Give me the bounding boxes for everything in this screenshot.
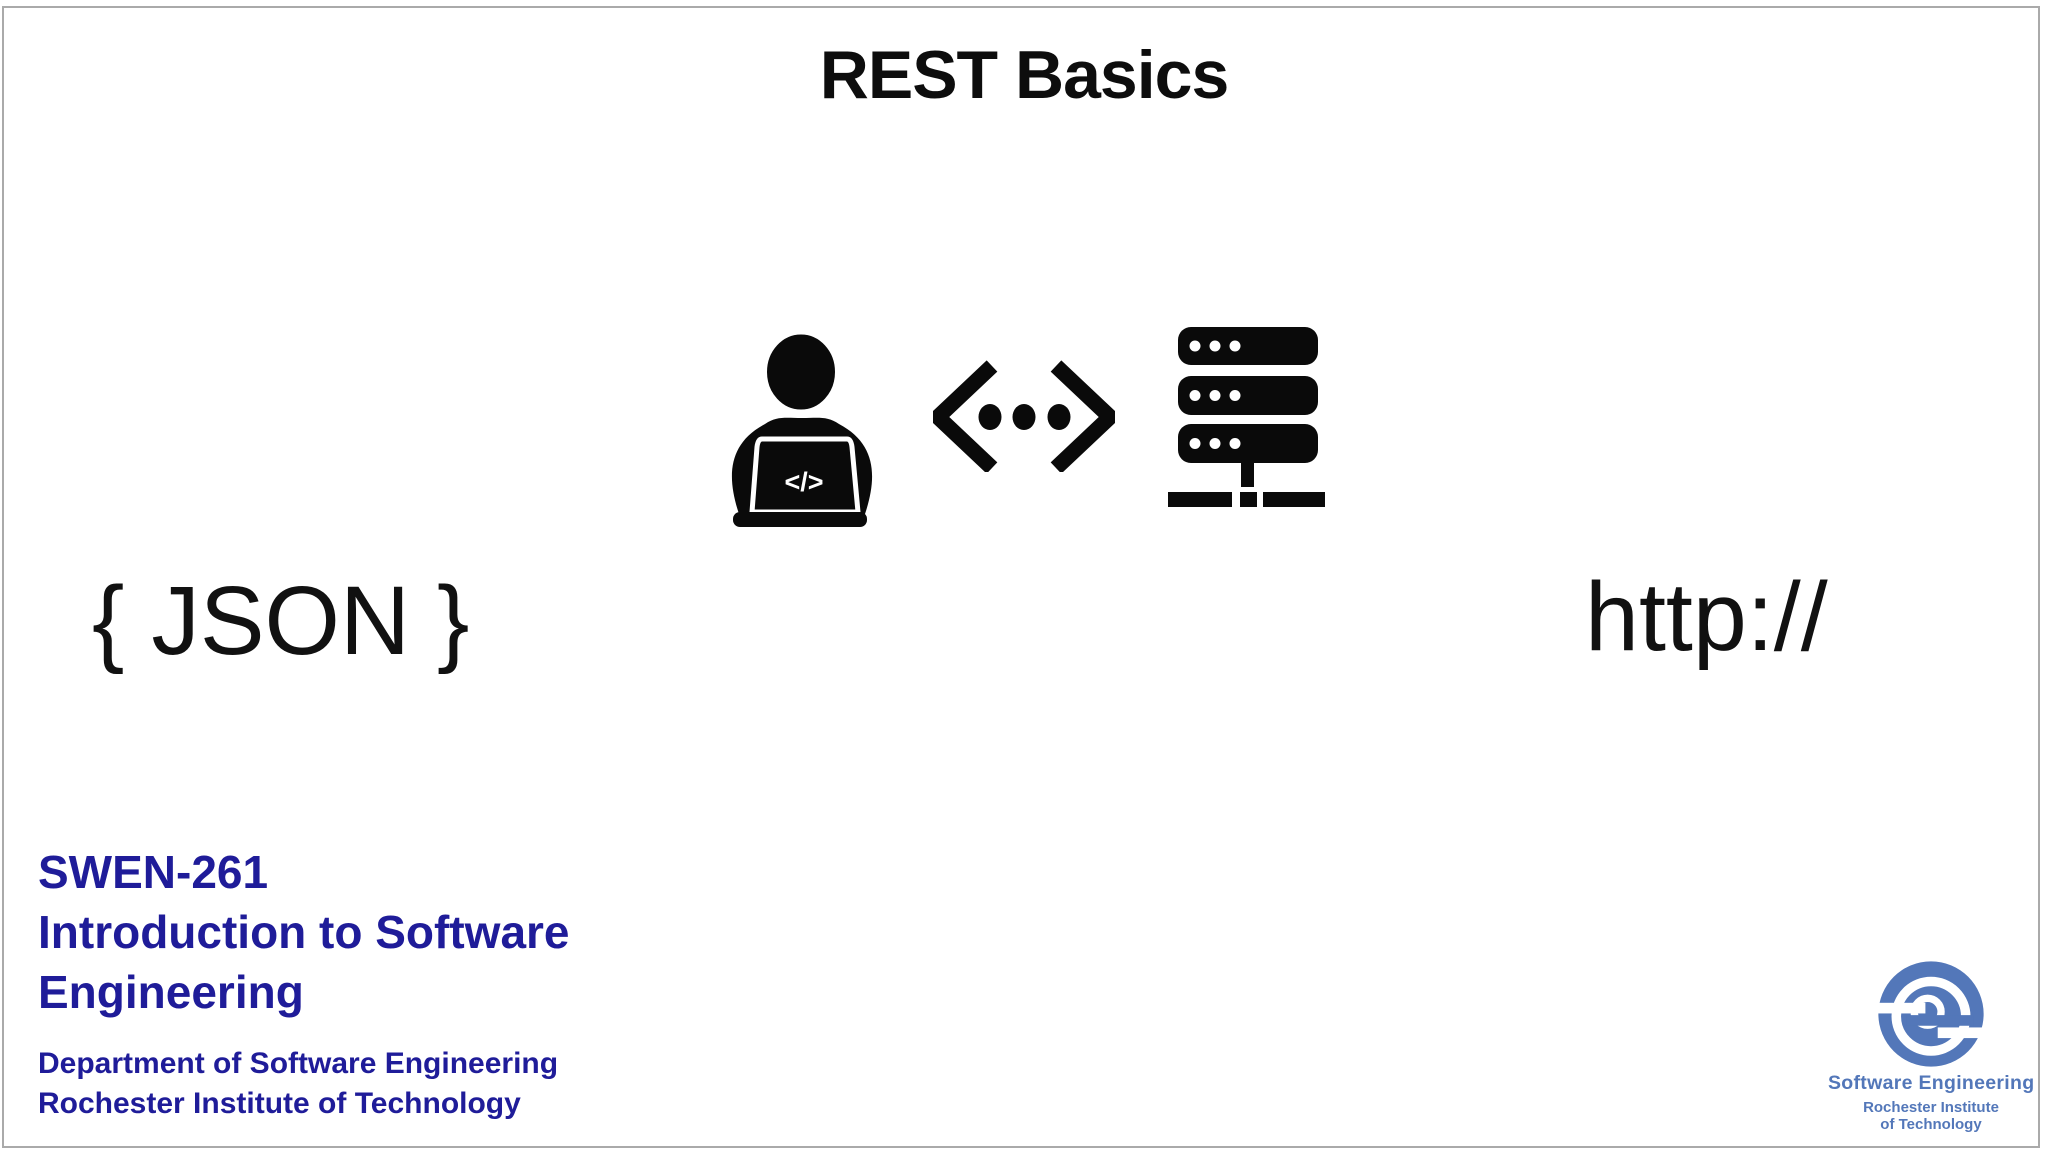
developer-at-laptop-svg: </> — [731, 329, 873, 527]
se-logo-mark-icon — [1875, 961, 1987, 1067]
json-label: { JSON } — [92, 566, 470, 675]
department-name: Department of Software Engineering — [38, 1047, 559, 1080]
code-transfer-icon — [926, 360, 1122, 474]
developer-at-laptop-icon: </> — [725, 328, 880, 528]
server-stack-svg — [1168, 327, 1325, 507]
institution-name: Rochester Institute of Technology — [38, 1087, 521, 1120]
course-id: SWEN-261 — [38, 846, 269, 898]
department-block: Department of Software Engineering Roche… — [38, 1044, 618, 1124]
software-engineering-logo: Software Engineering Rochester Institute… — [1828, 958, 2034, 1134]
logo-subtitle-line1: Rochester Institute — [1863, 1099, 1999, 1116]
slide-title: REST Basics — [819, 37, 1230, 113]
logo-title: Software Engineering — [1828, 1072, 2035, 1094]
code-transfer-svg — [926, 360, 1122, 474]
logo-subtitle: Rochester Institute of Technology — [1828, 1099, 2034, 1134]
server-stack-icon — [1166, 325, 1326, 511]
http-label: http:// — [1585, 562, 1828, 671]
course-title: Introduction to Software Engineering — [38, 906, 570, 1018]
laptop-code-glyph: </> — [784, 467, 823, 497]
course-footer: SWEN-261 Introduction to Software Engine… — [38, 842, 618, 1124]
logo-subtitle-line2: of Technology — [1880, 1116, 1982, 1134]
